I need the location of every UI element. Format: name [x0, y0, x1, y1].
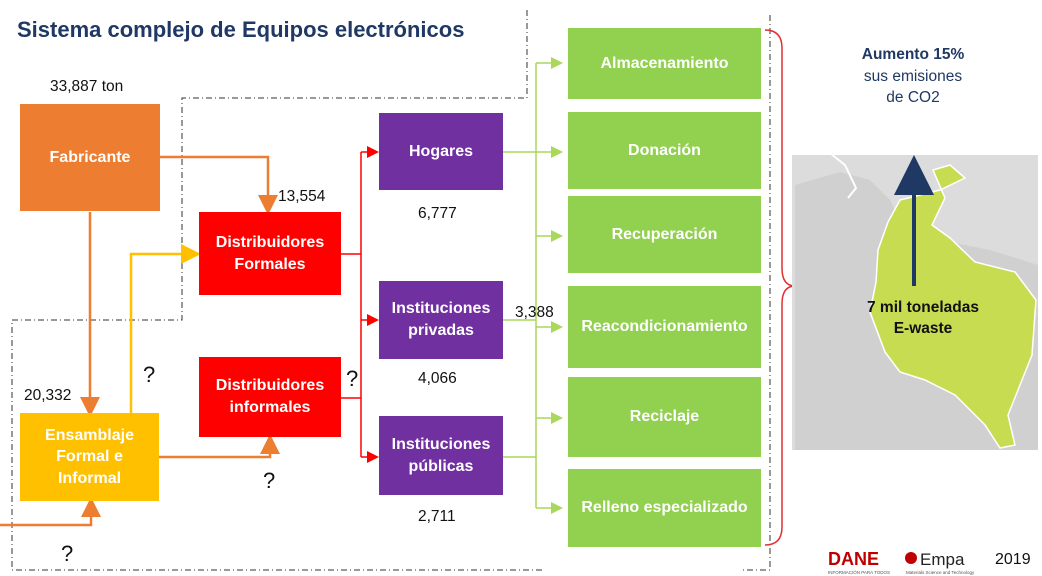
node-distribuidores-formales: Distribuidores Formales: [199, 212, 341, 295]
unknown-ensamblaje-to-informales: ?: [263, 468, 276, 493]
value-flow-privadas: 3,388: [515, 304, 554, 321]
boundary-line-outer: [740, 15, 771, 571]
emissions-line3: de CO2: [886, 89, 940, 107]
node-instituciones-privadas: Instituciones privadas: [379, 281, 503, 359]
value-ensamblaje: 20,332: [24, 387, 72, 404]
colombia-shape: [869, 164, 1037, 449]
dane-logo: DANE INFORMACIÓN PARA TODOS: [828, 549, 890, 575]
dest-reacondicionamiento: Reacondicionamiento: [568, 286, 761, 368]
dane-logo-subtext: INFORMACIÓN PARA TODOS: [828, 569, 890, 575]
map-label-ewaste: E-waste: [893, 319, 953, 337]
dest-reciclaje: Reciclaje: [568, 377, 761, 457]
dest-donacion: Donación: [568, 112, 761, 189]
value-hogares: 6,777: [418, 205, 457, 222]
node-fabricante: Fabricante: [20, 104, 160, 211]
value-distribuidores-formales: 13,554: [278, 188, 326, 205]
value-instituciones-publicas: 2,711: [418, 508, 456, 525]
map-label-tons: 7 mil toneladas: [867, 299, 979, 316]
dest-relleno-especializado: Relleno especializado: [568, 469, 761, 547]
arrow-ensamblaje-to-distformales: [129, 244, 201, 413]
arrow-import-to-ensamblaje: [0, 497, 101, 527]
empa-logo-mark: [905, 552, 917, 564]
year-label: 2019: [995, 551, 1031, 568]
node-instituciones-publicas: Instituciones públicas: [379, 416, 503, 495]
emissions-summary: Aumento 15% sus emisiones de CO2: [838, 44, 988, 109]
empa-logo-subtext: Materials Science and Technology: [906, 570, 975, 575]
node-ensamblaje: Ensamblaje Formal e Informal: [20, 413, 159, 501]
page-title: Sistema complejo de Equipos electrónicos: [17, 17, 465, 42]
boundary-line-inner: [11, 10, 545, 571]
empa-logo-text: Empa: [920, 550, 965, 569]
arrows-consumers-to-destinations: [503, 57, 563, 514]
arrows-distributors-to-consumers: [341, 146, 379, 463]
value-instituciones-privadas: 4,066: [418, 370, 457, 387]
system-boundary: [11, 10, 771, 571]
value-fabricante-ton: 33,887 ton: [50, 78, 124, 95]
colombia-map: [792, 149, 1038, 450]
node-hogares: Hogares: [379, 113, 503, 190]
node-distribuidores-informales: Distribuidores informales: [199, 357, 341, 437]
dest-almacenamiento: Almacenamiento: [568, 28, 761, 99]
emissions-headline: Aumento 15%: [861, 46, 965, 63]
unknown-ensamblaje-to-formales: ?: [143, 362, 156, 387]
arrow-ensamblaje-to-distinformales: [159, 434, 280, 459]
unknown-imports: ?: [61, 541, 74, 566]
map-label: 7 mil toneladas E-waste: [858, 298, 988, 340]
emissions-line2: sus emisiones: [863, 67, 963, 85]
arrow-fabricante-to-distformales: [160, 155, 278, 215]
dest-recuperacion: Recuperación: [568, 196, 761, 273]
unknown-informales-to-consumers: ?: [346, 366, 359, 391]
empa-logo: Empa Materials Science and Technology: [905, 550, 975, 575]
dane-logo-text: DANE: [828, 549, 879, 569]
